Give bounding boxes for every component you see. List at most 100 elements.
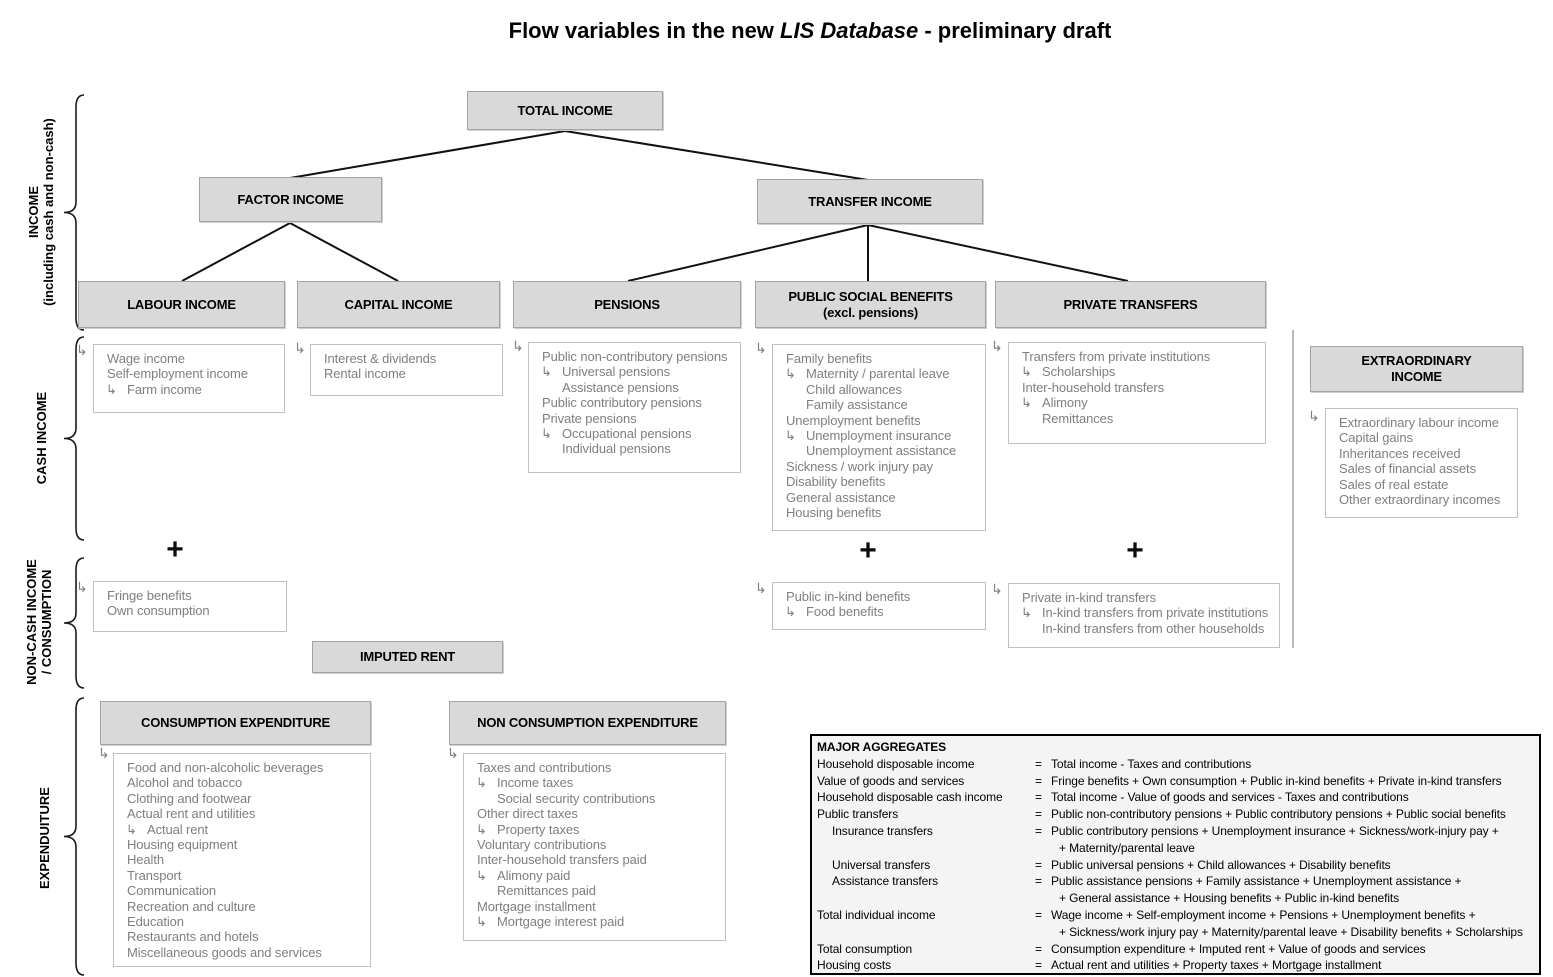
- list-item: Sickness / work injury pay: [773, 459, 985, 474]
- node-consumption-expenditure-label: CONSUMPTION EXPENDITURE: [141, 715, 330, 730]
- list-item-label: Social security contributions: [497, 790, 656, 806]
- list-item-label: Housing benefits: [786, 505, 882, 521]
- page-title: Flow variables in the new LIS Database -…: [350, 18, 1270, 44]
- side-label-expenditure: EXPENDUITURE: [37, 778, 53, 898]
- aggregate-definition: Public universal pensions + Child allowa…: [1051, 857, 1534, 874]
- node-total-income-label: TOTAL INCOME: [517, 102, 613, 118]
- aggregate-label: Insurance transfers: [832, 823, 933, 838]
- title-suffix: - preliminary draft: [918, 18, 1112, 43]
- list-item: ↳ Scholarships: [1009, 364, 1265, 379]
- list-item-label: Wage income: [107, 351, 185, 366]
- aggregate-definition-line: Wage income + Self-employment income + P…: [1051, 907, 1476, 922]
- list-item: Communication: [114, 883, 370, 898]
- equals-sign: =: [1035, 807, 1042, 822]
- list-item-label: Occupational pensions: [562, 426, 692, 442]
- list-item: Public contributory pensions: [529, 395, 740, 410]
- corner-arrow-icon: ↳: [476, 867, 487, 883]
- equals-sign: =: [1035, 958, 1042, 973]
- node-non-consumption-expenditure-label: NON CONSUMPTION EXPENDITURE: [477, 715, 698, 730]
- aggregate-row: Value of goods and services=Fringe benef…: [817, 773, 1534, 790]
- list-item: Fringe benefits: [94, 588, 286, 603]
- list-item: Self-employment income: [94, 366, 284, 381]
- list-item: Health: [114, 852, 370, 867]
- list-item-label: Housing equipment: [127, 837, 238, 853]
- list-item-label: Education: [127, 914, 184, 930]
- corner-arrow-icon: ↳: [1021, 364, 1032, 380]
- node-extraordinary-income-line2: INCOME: [1391, 369, 1442, 384]
- corner-arrow-icon: ↳: [476, 821, 487, 837]
- list-item-label: Alcohol and tobacco: [127, 775, 243, 791]
- title-prefix: Flow variables in the new: [508, 18, 781, 43]
- side-label-income: INCOME (including cash and non-cash): [26, 92, 62, 332]
- list-item: ↳Unemployment insurance: [773, 428, 985, 443]
- list-item-label: Scholarships: [1042, 364, 1116, 380]
- side-label-cash-income-line1: CASH INCOME: [34, 391, 49, 485]
- list-item-label: Capital gains: [1339, 430, 1413, 446]
- list-item: ↳In-kind transfers from private institut…: [1009, 605, 1279, 620]
- side-label-non-cash-line2: / CONSUMPTION: [39, 569, 54, 675]
- list-item-label: Income taxes: [497, 775, 574, 791]
- list-item-label: Rental income: [324, 366, 406, 382]
- aggregate-row: Total individual income=Wage income + Se…: [817, 907, 1534, 941]
- list-item-label: Extraordinary labour income: [1339, 415, 1499, 430]
- node-imputed-rent: IMPUTED RENT: [312, 641, 503, 673]
- node-public-social-benefits-line1: PUBLIC SOCIAL BENEFITS: [788, 288, 953, 304]
- list-item-label: Mortgage interest paid: [497, 914, 625, 930]
- list-item: Family assistance: [773, 397, 985, 412]
- aggregate-label: Household disposable cash income: [817, 790, 1003, 805]
- corner-arrow-icon: ↳: [1308, 408, 1320, 424]
- list-item-label: Mortgage installment: [477, 898, 596, 914]
- list-item: Transport: [114, 868, 370, 883]
- corner-arrow-icon: ↳: [541, 426, 552, 442]
- node-factor-income: FACTOR INCOME: [199, 177, 382, 222]
- side-label-cash-income: CASH INCOME: [34, 378, 50, 498]
- aggregate-row: Household disposable cash income=Total i…: [817, 789, 1534, 806]
- node-public-social-benefits: PUBLIC SOCIAL BENEFITS (excl. pensions): [755, 281, 986, 328]
- list-item: ↳Alimony: [1009, 395, 1265, 410]
- aggregate-label: Universal transfers: [832, 857, 931, 872]
- list-item: Public non-contributory pensions: [529, 349, 740, 364]
- aggregate-definition-line: Public non-contributory pensions + Publi…: [1051, 807, 1506, 822]
- node-pensions-label: PENSIONS: [594, 296, 660, 312]
- list-item: Recreation and culture: [114, 899, 370, 914]
- corner-arrow-icon: ↳: [98, 745, 110, 761]
- list-item-label: Miscellaneous goods and services: [127, 944, 322, 960]
- list-item-label: Property taxes: [497, 821, 580, 837]
- list-item: Inter-household transfers paid: [464, 852, 725, 867]
- list-item: Assistance pensions: [529, 380, 740, 395]
- list-item-label: Individual pensions: [562, 441, 671, 457]
- brace-cash-income: [63, 336, 85, 541]
- pensions-detail-box: Public non-contributory pensions↳Univers…: [528, 342, 741, 473]
- list-item: Disability benefits: [773, 474, 985, 489]
- list-item: Rental income: [311, 366, 502, 381]
- aggregate-definition: Consumption expenditure + Imputed rent +…: [1051, 941, 1534, 958]
- list-item-label: Restaurants and hotels: [127, 929, 259, 945]
- node-imputed-rent-label: IMPUTED RENT: [359, 649, 456, 664]
- list-item: Education: [114, 914, 370, 929]
- list-item: Transfers from private institutions: [1009, 349, 1265, 364]
- private-transfers-detail-box: Transfers from private institutions↳ Scho…: [1008, 342, 1266, 444]
- corner-arrow-icon: ↳: [126, 821, 137, 837]
- corner-arrow-icon: ↳: [76, 579, 88, 595]
- list-item: Sales of real estate: [1326, 477, 1517, 492]
- list-item: Own consumption: [94, 603, 286, 618]
- list-item-label: Remittances: [1042, 410, 1114, 426]
- corner-arrow-icon: ↳: [1021, 605, 1032, 621]
- equals-sign: =: [1035, 823, 1042, 838]
- aggregate-definition-line: Public contributory pensions + Unemploym…: [1051, 823, 1499, 838]
- list-item-label: In-kind transfers from other households: [1042, 620, 1265, 636]
- list-item-label: Inter-household transfers: [1022, 379, 1165, 395]
- aggregate-definition-line: Public universal pensions + Child allowa…: [1051, 857, 1391, 872]
- brace-expenditure: [63, 697, 85, 976]
- node-extraordinary-income: EXTRAORDINARY INCOME: [1310, 346, 1523, 392]
- list-item: ↳Alimony paid: [464, 868, 725, 883]
- list-item: In-kind transfers from other households: [1009, 621, 1279, 636]
- aggregate-definition: Public contributory pensions + Unemploym…: [1051, 823, 1534, 857]
- node-extraordinary-income-line1: EXTRAORDINARY: [1361, 353, 1472, 368]
- title-italic-segment: LIS Database: [780, 18, 919, 43]
- aggregate-definition: Total income - Taxes and contributions: [1051, 756, 1534, 773]
- node-transfer-income: TRANSFER INCOME: [757, 179, 983, 224]
